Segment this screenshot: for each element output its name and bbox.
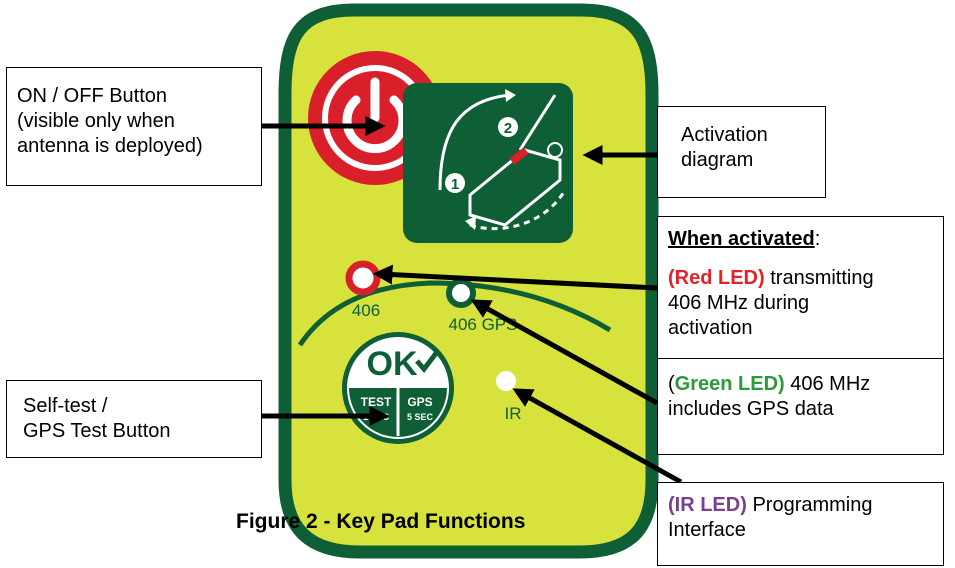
led-406-red	[345, 260, 381, 296]
when-activated-heading: When activated:	[668, 227, 933, 252]
checkmark-icon	[415, 350, 439, 373]
gps-label: GPS	[407, 395, 432, 409]
step-2-label: 2	[504, 120, 512, 137]
green-led-description: (Green LED) 406 MHz includes GPS data	[668, 372, 870, 422]
green-led-text-1: 406 MHz	[784, 373, 871, 395]
led-ir-label: IR	[505, 404, 522, 423]
callout-onoff: ON / OFF Button (visible only when anten…	[6, 67, 262, 186]
ir-led-label: (IR LED)	[668, 494, 747, 516]
arrow-red-led	[372, 264, 658, 291]
led-ir	[496, 371, 516, 391]
heading-text: When activated	[668, 228, 815, 250]
test-label: TEST	[361, 395, 392, 409]
callout-onoff-line-2: (visible only when	[17, 110, 175, 132]
activation-diagram-panel: 1 2	[403, 83, 573, 243]
red-led-description: (Red LED) transmitting 406 MHz during ac…	[668, 266, 933, 341]
callout-selftest-line-1: Self-test /	[23, 395, 108, 417]
arrow-green-led	[470, 299, 659, 406]
step-1-label: 1	[451, 176, 459, 193]
figure-caption: Figure 2 - Key Pad Functions	[236, 510, 526, 533]
callout-activation-line-2: diagram	[681, 149, 754, 171]
callout-selftest-line-2: GPS Test Button	[23, 420, 171, 442]
red-led-text-1: transmitting	[764, 267, 874, 289]
heading-colon: :	[814, 228, 821, 250]
led-406-label: 406	[352, 301, 380, 320]
green-led-text-2: includes GPS data	[668, 398, 834, 420]
callout-activation: Activation diagram	[657, 106, 826, 198]
callout-selftest: Self-test / GPS Test Button	[6, 380, 262, 458]
self-test-button[interactable]: OK TEST 1 SEC GPS 5 SEC	[342, 332, 454, 444]
lower-panel-curve	[297, 280, 612, 347]
red-led-label: (Red LED)	[668, 267, 765, 289]
green-led-open-paren: (	[668, 373, 675, 395]
callout-activation-line-1: Activation	[681, 124, 768, 146]
callout-ir: (IR LED) Programming Interface	[657, 482, 944, 566]
callout-onoff-line-1: ON / OFF Button	[17, 85, 168, 107]
callout-when-activated: When activated: (Red LED) transmitting 4…	[657, 216, 944, 455]
callout-divider	[658, 358, 943, 359]
ir-led-text-1: Programming	[746, 494, 873, 516]
step-2-badge: 2	[498, 117, 518, 137]
led-406gps-green	[446, 278, 476, 308]
led-406gps-label: 406 GPS	[449, 315, 518, 334]
ir-led-text-2: Interface	[668, 519, 746, 541]
step-1-badge: 1	[445, 173, 465, 193]
power-icon	[342, 77, 408, 153]
arrow-ir-led	[512, 388, 683, 485]
red-led-text-2: 406 MHz during	[668, 292, 810, 314]
ok-label: OK	[367, 345, 418, 383]
gps-duration: 5 SEC	[407, 412, 434, 422]
green-led-label: Green LED)	[674, 373, 785, 395]
red-led-text-3: activation	[668, 317, 753, 339]
callout-onoff-line-3: antenna is deployed)	[17, 135, 203, 157]
